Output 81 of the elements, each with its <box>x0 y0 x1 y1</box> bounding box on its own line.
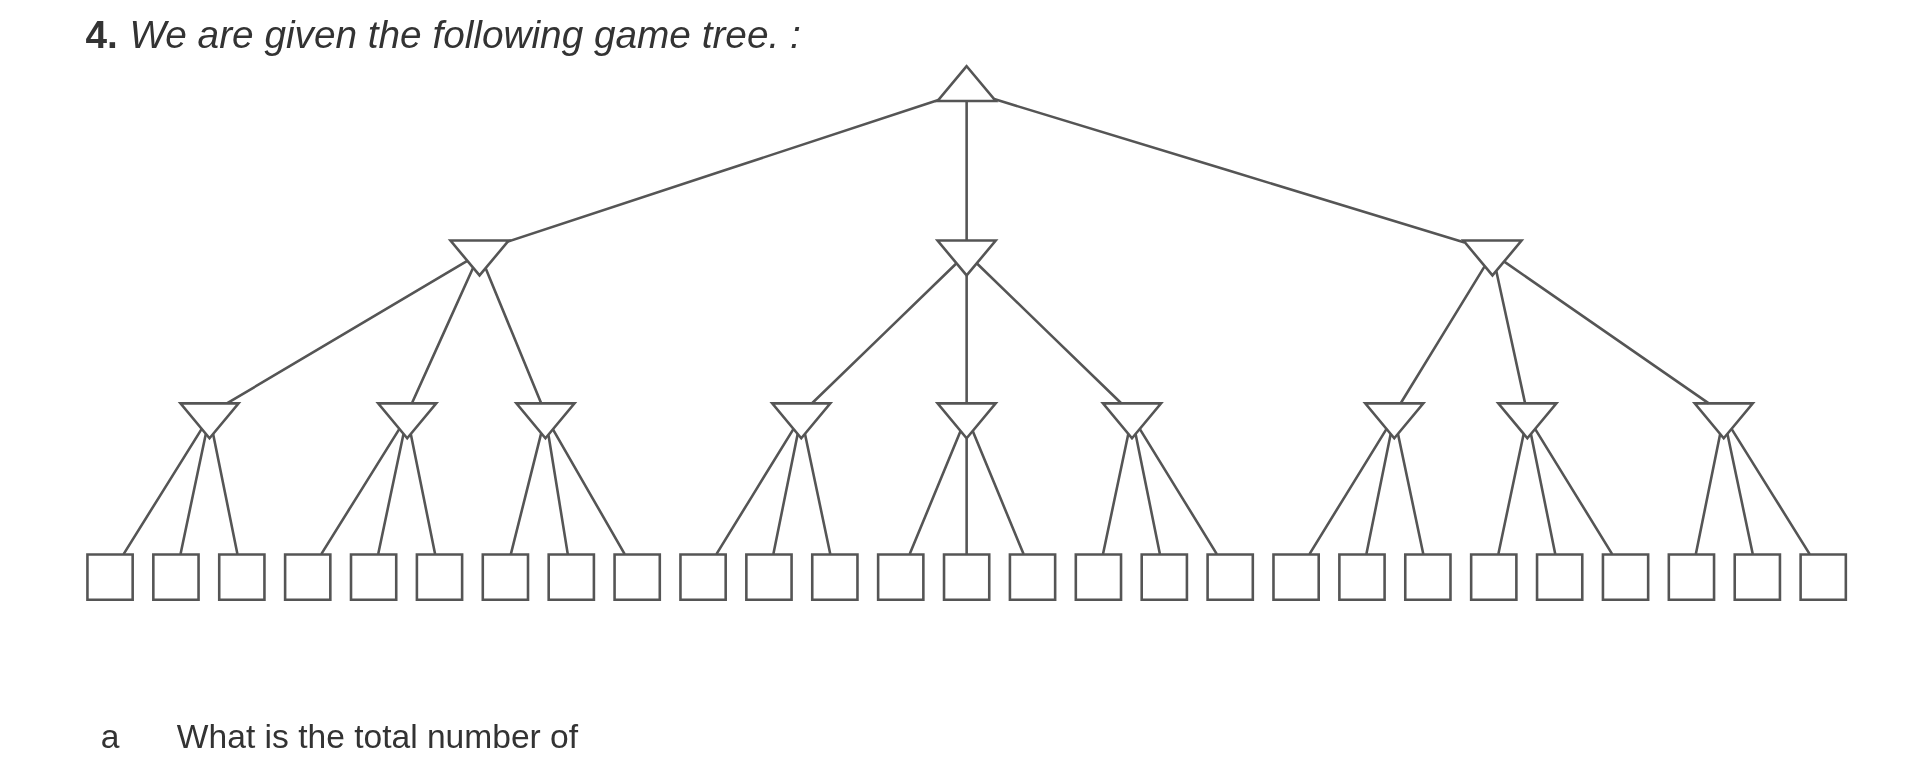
connector <box>1533 428 1613 555</box>
node-box <box>876 553 925 602</box>
node-box <box>1205 553 1254 602</box>
connector <box>993 97 1465 244</box>
connector <box>410 267 474 404</box>
diagram-title: 4. We are given the following game tree. : <box>85 13 801 57</box>
node-box <box>546 553 595 602</box>
connector <box>810 262 957 405</box>
node-inverted-triangle <box>1099 402 1164 441</box>
connector <box>1529 433 1556 555</box>
connector <box>211 433 239 555</box>
node-box <box>1798 553 1847 602</box>
connector <box>409 433 436 555</box>
node-box <box>942 553 991 602</box>
node-box <box>1403 553 1452 602</box>
node-box <box>415 553 463 602</box>
connector <box>1694 433 1721 555</box>
node-inverted-triangle <box>447 239 511 278</box>
connector <box>1730 428 1811 555</box>
connector <box>226 259 468 405</box>
connector <box>551 428 626 555</box>
node-inverted-triangle <box>1691 402 1756 441</box>
connector <box>975 262 1122 405</box>
node-box <box>810 553 859 602</box>
node-box <box>744 553 793 602</box>
node-inverted-triangle <box>934 239 998 278</box>
connector <box>803 433 832 555</box>
node-inverted-triangle <box>513 402 577 441</box>
connector <box>714 428 794 555</box>
connector <box>319 428 400 555</box>
node-box <box>678 553 727 602</box>
connector <box>1396 433 1425 555</box>
connector <box>1503 260 1709 405</box>
connector <box>1133 433 1161 555</box>
node-box <box>1139 553 1188 602</box>
node-inverted-triangle <box>1361 402 1426 441</box>
node-box <box>349 553 398 602</box>
node-box <box>1008 553 1056 602</box>
node-inverted-triangle <box>177 402 241 441</box>
connector <box>376 433 405 555</box>
connector <box>964 438 968 555</box>
connector <box>546 435 569 555</box>
node-box <box>283 553 332 602</box>
node-box <box>1337 553 1386 602</box>
node-box <box>1271 553 1320 602</box>
node-box <box>217 553 266 602</box>
node-inverted-triangle <box>768 402 833 441</box>
connector <box>1101 433 1130 555</box>
connector <box>771 433 799 555</box>
node-box <box>1535 553 1584 602</box>
connector <box>971 430 1025 555</box>
node-inverted-triangle <box>1460 239 1524 278</box>
label: What is the total number of <box>176 718 578 756</box>
node-box <box>1667 553 1715 602</box>
node-box <box>1469 553 1518 602</box>
connector <box>1496 433 1525 555</box>
node-box <box>612 553 661 602</box>
node-box <box>1732 553 1781 602</box>
connector <box>1399 265 1486 404</box>
connector <box>908 430 962 555</box>
connector <box>1307 428 1387 555</box>
node-box <box>1601 553 1649 602</box>
node-box <box>85 553 134 602</box>
connector <box>1725 433 1754 555</box>
connector <box>1494 270 1526 404</box>
connector <box>483 267 542 404</box>
label: a <box>100 718 119 756</box>
connector <box>507 98 939 243</box>
connector <box>509 433 542 555</box>
node-box <box>481 553 529 602</box>
node-inverted-triangle <box>374 402 439 441</box>
connector <box>178 433 207 555</box>
node-inverted-triangle <box>934 402 998 441</box>
node-box <box>151 553 200 602</box>
connector <box>1364 433 1392 555</box>
node-inverted-triangle <box>1495 402 1559 441</box>
node-box <box>1074 553 1122 602</box>
connector <box>964 275 968 404</box>
connector <box>122 428 202 555</box>
connector <box>1138 428 1218 555</box>
connector <box>964 101 968 241</box>
